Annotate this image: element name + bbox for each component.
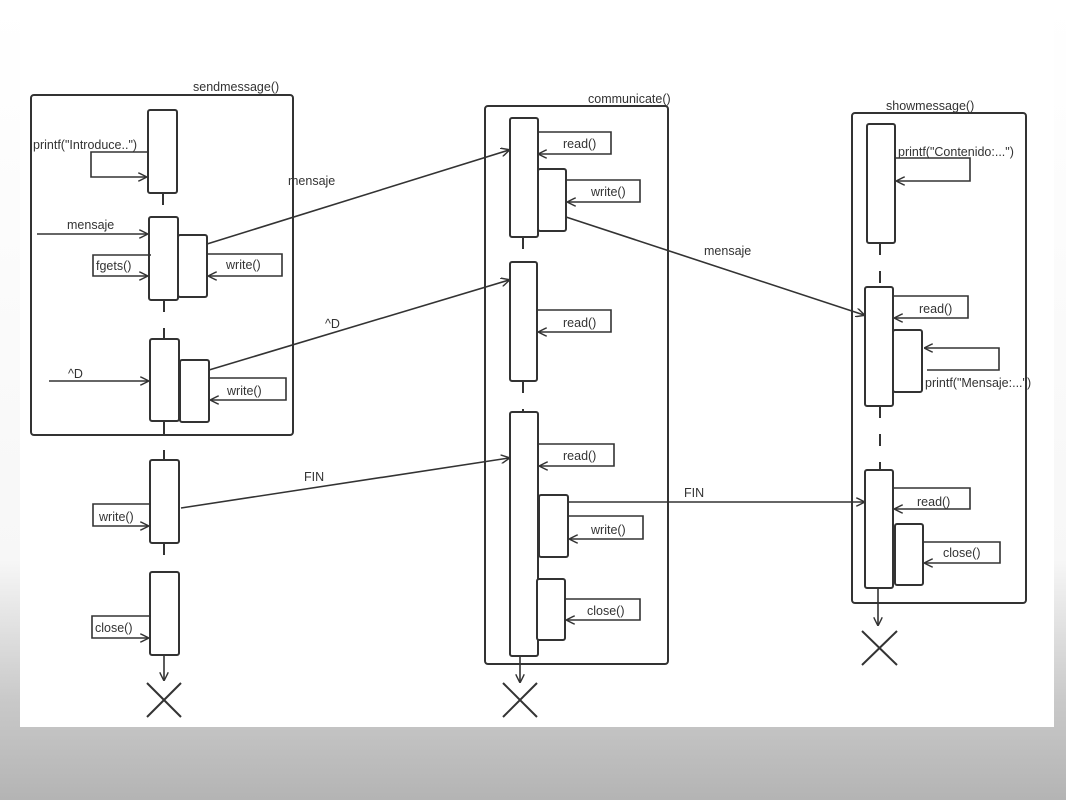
label-show-read-2: read(): [917, 495, 950, 509]
frame-communicate: [484, 105, 669, 665]
self-call-close: [91, 615, 151, 638]
activation-send-write2: [179, 359, 210, 423]
label-printf-introduce: printf("Introduce.."): [33, 138, 137, 152]
destroy-send-icon: [146, 682, 182, 718]
activation-comm-3: [509, 411, 539, 657]
self-call-show-read-2: [893, 487, 971, 509]
activation-show-2: [864, 286, 894, 407]
self-call-fgets: [92, 254, 151, 276]
activation-send-fin: [149, 459, 180, 544]
activation-comm-write2: [538, 494, 569, 558]
label-msg-fin-1: FIN: [304, 470, 324, 484]
frame-sendmessage: [30, 94, 294, 436]
activation-send-fgets: [148, 216, 179, 301]
activation-send-write1: [177, 234, 208, 298]
label-msg-mensaje-2: mensaje: [704, 244, 751, 258]
self-call-write-1: [207, 253, 283, 276]
activation-show-printf2: [892, 329, 923, 393]
self-call-comm-read-1: [538, 131, 612, 154]
activation-comm-close: [536, 578, 566, 641]
label-msg-eof: ^D: [325, 317, 340, 331]
label-comm-write-1: write(): [590, 185, 626, 199]
activation-comm-1: [509, 117, 539, 238]
frame-title-showmessage: showmessage(): [886, 99, 974, 113]
self-call-show-close: [923, 541, 1001, 563]
label-comm-read-3: read(): [563, 449, 596, 463]
label-msg-mensaje-1: mensaje: [288, 174, 335, 188]
label-comm-close: close(): [587, 604, 625, 618]
activation-send-close: [149, 571, 180, 656]
label-mensaje-input: mensaje: [67, 218, 114, 232]
frame-title-sendmessage: sendmessage(): [193, 80, 279, 94]
frame-showmessage: [851, 112, 1027, 604]
self-call-printf: [90, 151, 148, 177]
label-write-1: write(): [225, 258, 261, 272]
label-write-2: write(): [226, 384, 262, 398]
self-call-comm-read-3: [538, 443, 615, 466]
label-show-close: close(): [943, 546, 981, 560]
activation-show-close: [894, 523, 924, 586]
self-call-show-read-1: [893, 295, 969, 318]
msg-mensaje-send-to-comm: [206, 150, 509, 245]
activation-show-3: [864, 469, 894, 589]
self-call-comm-write-2: [568, 515, 644, 539]
msg-eof-send-to-comm: [208, 280, 509, 371]
label-msg-fin-2: FIN: [684, 486, 704, 500]
destroy-comm-icon: [502, 682, 538, 718]
activation-send-eof: [149, 338, 180, 422]
msg-fin-send-to-comm: [180, 458, 509, 509]
label-eof-input: ^D: [68, 367, 83, 381]
self-call-comm-close: [565, 598, 641, 620]
label-comm-read-2: read(): [563, 316, 596, 330]
label-comm-read-1: read(): [563, 137, 596, 151]
self-call-write-3: [92, 503, 151, 526]
self-call-show-printf-2: [925, 348, 1000, 371]
label-close-send: close(): [95, 621, 133, 635]
activation-send-printf: [147, 109, 178, 194]
self-call-comm-read-2: [537, 309, 612, 332]
frame-title-communicate: communicate(): [588, 92, 671, 106]
self-call-write-2: [209, 377, 287, 400]
activation-show-1: [866, 123, 896, 244]
label-comm-write-2: write(): [590, 523, 626, 537]
activation-comm-write1: [537, 168, 567, 232]
msg-mensaje-comm-to-show: [565, 216, 864, 315]
label-show-printf-contenido: printf("Contenido:..."): [898, 145, 1014, 159]
self-call-comm-write-1: [566, 179, 641, 202]
self-call-show-printf-1: [895, 157, 971, 181]
label-show-printf-mensaje: printf("Mensaje:..."): [925, 376, 1031, 390]
label-show-read-1: read(): [919, 302, 952, 316]
label-write-3: write(): [98, 510, 134, 524]
label-fgets: fgets(): [96, 259, 131, 273]
activation-comm-2: [509, 261, 538, 382]
destroy-show-icon: [861, 630, 898, 666]
